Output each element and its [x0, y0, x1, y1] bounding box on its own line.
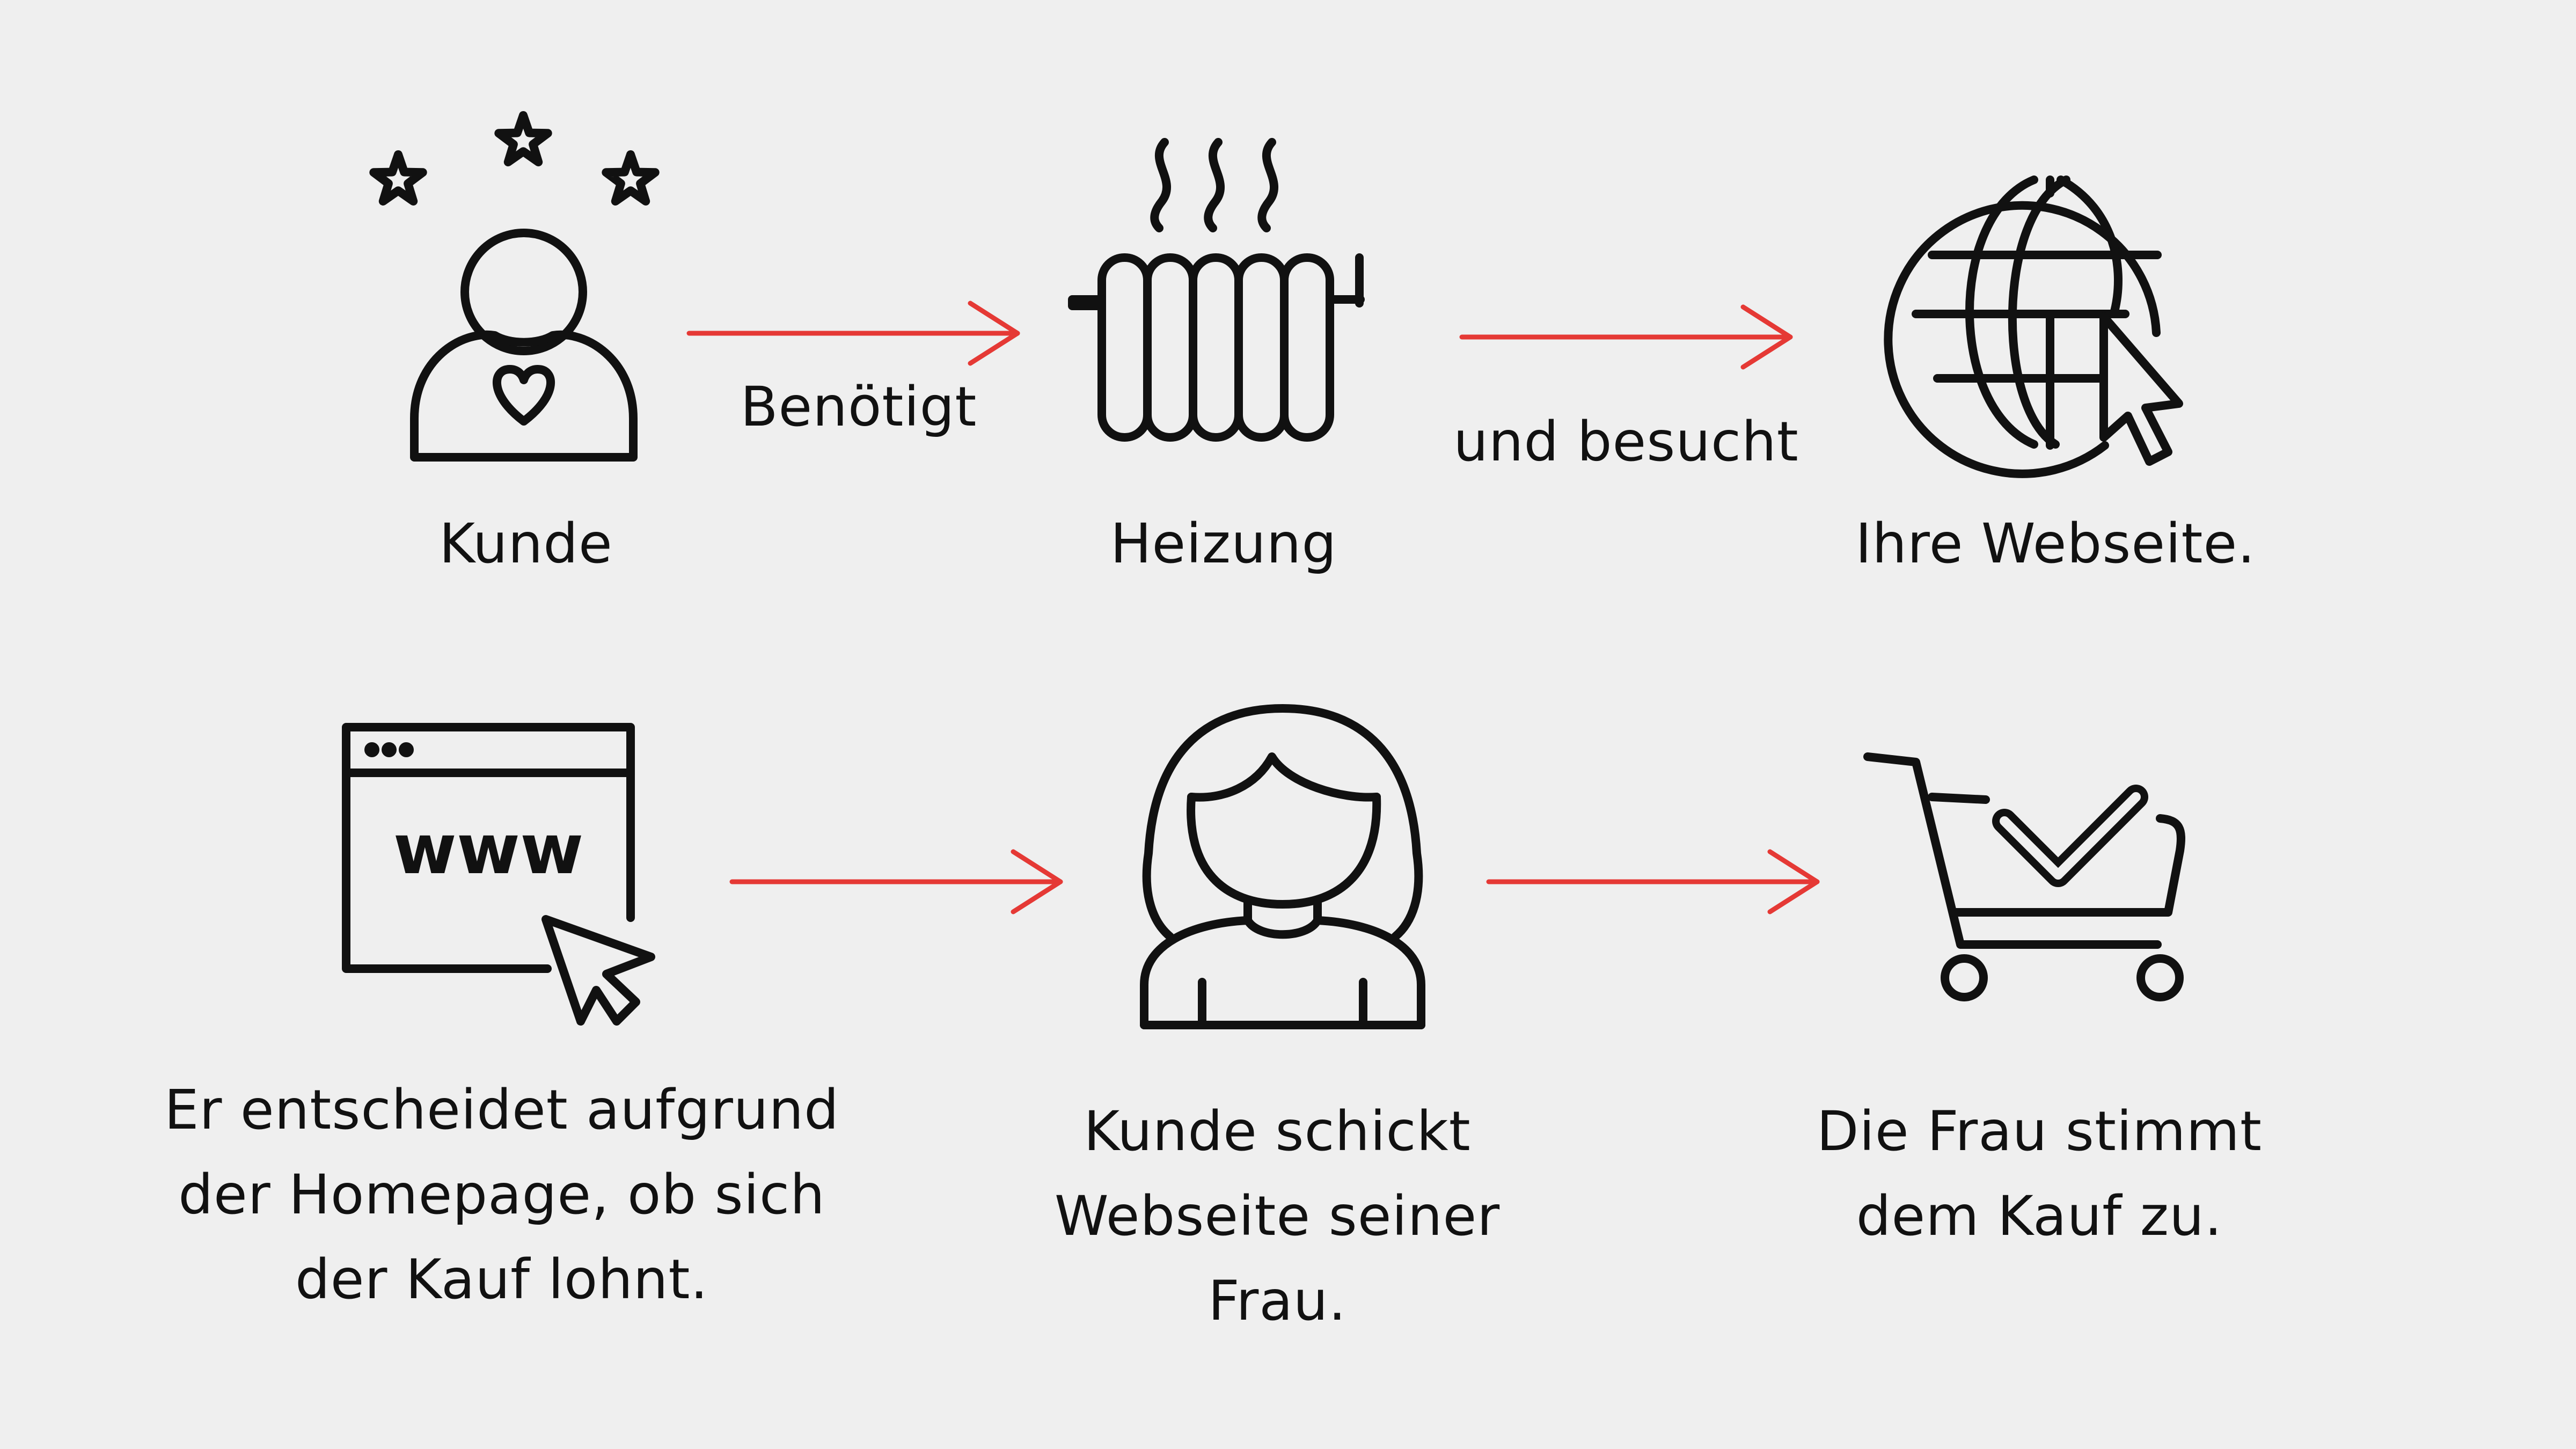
customer-stars-icon	[354, 107, 687, 472]
step-label-kunde: Kunde	[439, 512, 613, 576]
step-label-die-frau-stimmt: Die Frau stimmt dem Kauf zu.	[1816, 1100, 2262, 1248]
step-label-er-entscheidet: Er entscheidet aufgrund der Homepage, ob…	[164, 1078, 839, 1312]
woman-icon	[1127, 692, 1438, 1041]
radiator-icon	[1052, 129, 1395, 451]
svg-text:www: www	[393, 810, 584, 890]
connector-label-und-besucht: und besucht	[1453, 410, 1799, 474]
step-label-ihre-webseite: Ihre Webseite.	[1855, 512, 2256, 576]
flow-arrow	[1486, 846, 1830, 916]
step-label-kunde-schickt: Kunde schickt Webseite seiner Frau.	[1054, 1100, 1501, 1333]
connector-label-benoetigt: Benötigt	[740, 375, 977, 439]
flow-arrow	[729, 846, 1073, 916]
step-label-heizung: Heizung	[1110, 512, 1337, 576]
browser-www-icon: www	[335, 716, 668, 1033]
cart-check-icon	[1851, 741, 2216, 1020]
flow-arrow	[686, 298, 1030, 368]
globe-cursor-icon	[1884, 172, 2206, 478]
flow-arrow	[1459, 302, 1803, 371]
